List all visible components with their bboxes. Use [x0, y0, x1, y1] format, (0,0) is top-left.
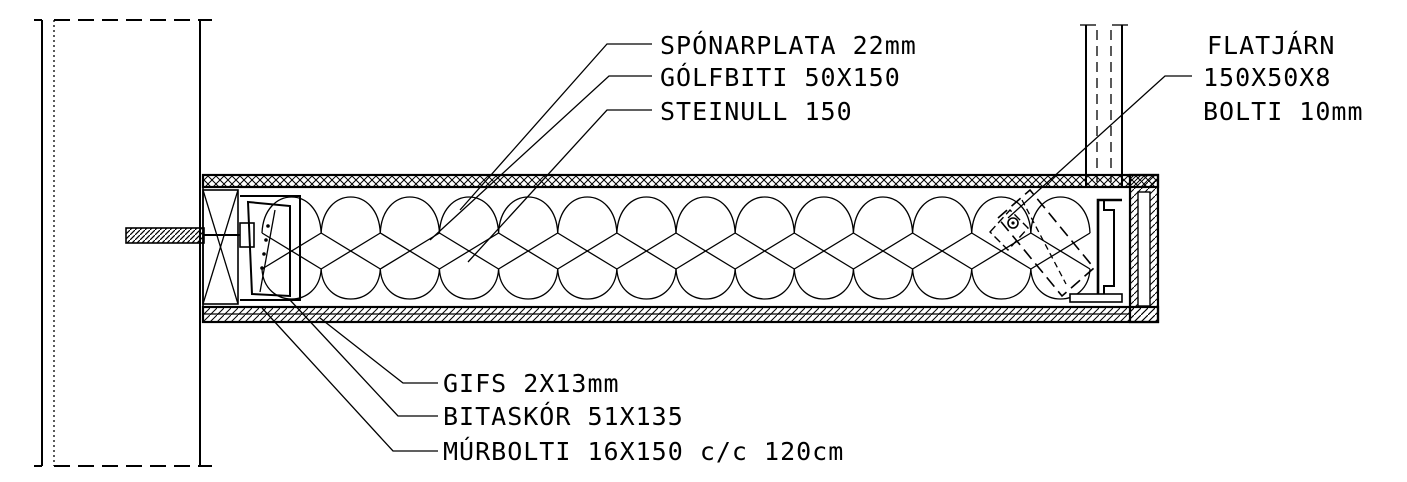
insulation-lobe: [675, 196, 736, 300]
insulation-lobe: [557, 196, 618, 300]
insulation-lobe: [320, 196, 381, 300]
insulation-lobe: [734, 196, 795, 300]
insulation-lobe: [261, 196, 322, 300]
label-golfbiti: GÓLFBITI 50X150: [660, 62, 901, 92]
upper-wall-element: [1080, 24, 1128, 186]
label-gifs: GIFS 2X13mm: [443, 369, 620, 398]
leader-lines: [261, 43, 1192, 452]
insulation-lobe: [438, 196, 500, 300]
floor-assembly: [201, 173, 1160, 324]
insulation-lobe: [1030, 196, 1091, 300]
anchor-bolt: [125, 222, 255, 248]
label-flatjarn-size: 150X50X8: [1203, 63, 1331, 92]
chipboard-layer: [201, 173, 1160, 189]
label-bitaskor: BITASKÓR 51X135: [443, 401, 684, 431]
insulation-lobe: [911, 196, 973, 300]
flat-iron-bracket: [989, 188, 1123, 303]
insulation-lobe: [852, 196, 914, 300]
mineral-wool-insulation: [261, 196, 1091, 300]
insulation-lobe: [497, 196, 559, 300]
label-bolti: BOLTI 10mm: [1203, 97, 1364, 126]
joist-end-block: [202, 189, 239, 305]
insulation-lobe: [379, 196, 441, 300]
insulation-lobe: [971, 196, 1032, 300]
insulation-lobe: [616, 196, 677, 300]
label-sponarplata: SPÓNARPLATA 22mm: [660, 30, 917, 60]
insulation-lobe: [793, 196, 855, 300]
label-steinull: STEINULL 150: [660, 97, 853, 126]
joist-hanger: [240, 195, 301, 301]
label-flatjarn: FLATJÁRN: [1207, 31, 1335, 60]
annotations: SPÓNARPLATA 22mm GÓLFBITI 50X150 STEINUL…: [443, 30, 1364, 466]
label-murbolti: MÚRBOLTI 16X150 c/c 120cm: [443, 436, 844, 466]
